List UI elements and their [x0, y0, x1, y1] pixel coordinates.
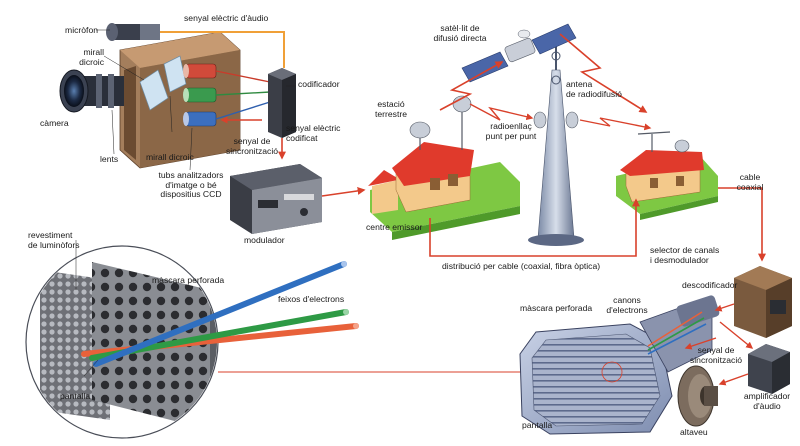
audio-signal-line [160, 31, 285, 68]
satellite [461, 23, 577, 83]
label-electron-beams: feixos d'electrons [278, 294, 345, 304]
broadcast-tower [528, 40, 584, 246]
label-analyzer-tubes: tubs analitzadors d'imatge o bé disposit… [158, 170, 224, 199]
speaker [677, 365, 718, 427]
label-sync-signal-2: senyal de sincronització [689, 345, 743, 365]
label-encoder: codificador [298, 79, 340, 89]
receiving-house [616, 131, 718, 220]
label-screen-2: pantalla [522, 420, 553, 430]
label-cable-distribution: distribució per cable (coaxial, fibra òp… [442, 261, 601, 271]
label-lens: lents [100, 154, 119, 164]
label-point-to-point-link: radioenllaç punt per punt [485, 121, 537, 141]
label-ground-station: estació terrestre [375, 99, 407, 119]
label-sync-signal: senyal de sincronització [225, 136, 279, 156]
label-channel-selector: selector de canals i desmodulador [650, 245, 720, 265]
label-audio-signal: senyal elèctric d'àudio [184, 13, 269, 23]
label-satellite: satèl·lit de difusió directa [433, 23, 487, 43]
label-camera: càmera [40, 118, 69, 128]
label-phosphor-coating: revestiment de luminòfors [28, 230, 80, 250]
label-electron-guns: canons d'electrons [606, 295, 648, 315]
label-broadcast-center: centre emissor [366, 222, 423, 232]
encoder-box [268, 68, 296, 138]
label-shadow-mask-2: màscara perforada [520, 303, 593, 313]
electron-beams [81, 261, 359, 367]
label-modulator: modulador [244, 235, 285, 245]
camera-group [59, 23, 271, 169]
label-dichroic-mirror-1: mirall dicroic [79, 47, 104, 67]
label-microphone: micròfon [65, 25, 98, 35]
label-audio-amplifier: amplificador d'àudio [743, 391, 791, 411]
broadcast-center [368, 95, 520, 240]
label-screen-1: pantalla [60, 391, 91, 401]
television-set [519, 295, 720, 435]
decoder-box [734, 266, 792, 338]
label-decoder: descodificador [682, 280, 738, 290]
leader-lines [75, 29, 296, 377]
label-broadcast-antenna: antena de radiodifusió [566, 79, 622, 99]
label-dichroic-mirror-2: mirall dicroic [146, 152, 194, 162]
modulator-device [230, 164, 322, 234]
label-encoded-signal: senyal elèctric codificat [286, 123, 341, 143]
label-coaxial-cable: cable coaxial [736, 172, 764, 192]
label-shadow-mask-1: màscara perforada [152, 275, 225, 285]
audio-amplifier [748, 344, 790, 394]
label-speaker: altaveu [680, 427, 708, 437]
